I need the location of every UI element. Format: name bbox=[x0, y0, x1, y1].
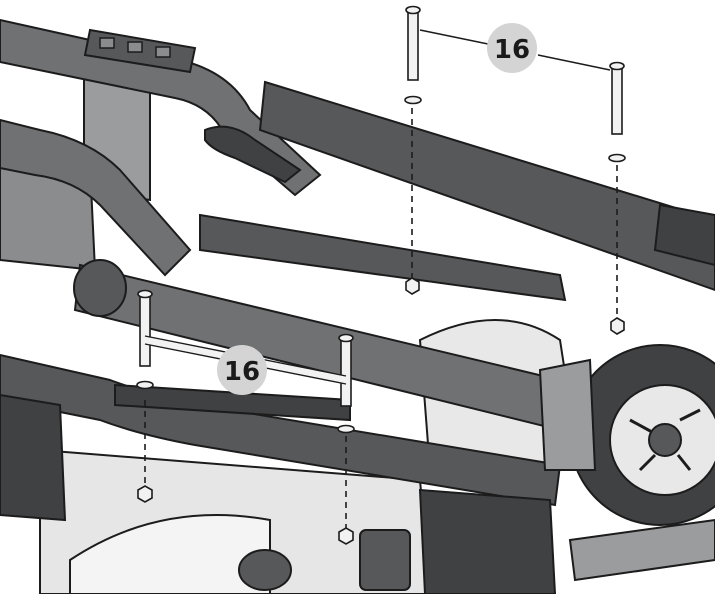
bolt-top-right bbox=[609, 61, 625, 135]
bolt-bottom-right bbox=[338, 333, 354, 407]
callout-bubble-top bbox=[487, 23, 537, 73]
bolt-top-left bbox=[405, 5, 421, 81]
washer-bottom-left bbox=[136, 380, 154, 390]
wheel bbox=[538, 344, 715, 526]
bolt-bottom-left bbox=[137, 289, 153, 367]
bottom-bolt-group: 16 bbox=[136, 289, 355, 545]
nut-top-left bbox=[405, 277, 420, 295]
nut-top-right bbox=[610, 317, 625, 335]
callout-label-top: 16 bbox=[494, 35, 530, 65]
upper-frame-tubes bbox=[0, 18, 715, 302]
lower-frame-tubes bbox=[0, 259, 562, 594]
nut-bottom-left bbox=[137, 485, 153, 503]
washer-top-right bbox=[608, 153, 626, 163]
nut-bottom-right bbox=[338, 527, 354, 545]
washer-top-left bbox=[404, 95, 422, 105]
callout-bubble-bottom bbox=[217, 345, 267, 395]
callout-label-bottom: 16 bbox=[224, 357, 260, 387]
top-bolt-group: 16 bbox=[404, 5, 626, 335]
washer-bottom-right bbox=[337, 424, 355, 434]
